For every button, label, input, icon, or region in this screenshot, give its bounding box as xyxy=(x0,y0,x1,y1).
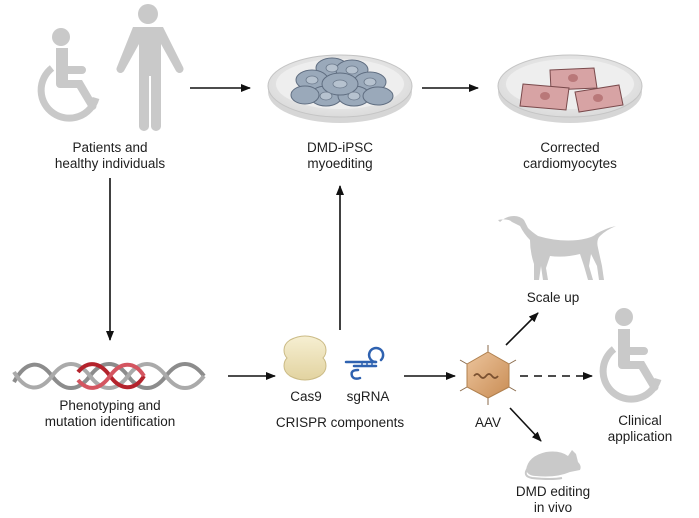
ipsc-label-line2: myoediting xyxy=(307,156,373,171)
ipsc-label-line1: DMD-iPSC xyxy=(307,140,373,155)
dna-helix-icon xyxy=(12,362,206,390)
clinical-label-line1: Clinical xyxy=(618,413,662,428)
sgrna-label: sgRNA xyxy=(346,389,390,404)
mouse-icon xyxy=(524,450,581,480)
ipsc-dish-icon xyxy=(267,54,413,123)
dog-icon xyxy=(498,216,616,280)
arrow-aav-to-mouse xyxy=(509,407,542,442)
in-vivo-label-line2: in vivo xyxy=(533,500,573,515)
clinical-label: Clinical application xyxy=(608,413,673,445)
cas9-protein-icon xyxy=(283,335,327,381)
aav-label: AAV xyxy=(474,415,502,430)
sgrna-icon xyxy=(344,346,385,380)
cardiomyocyte-dish-icon xyxy=(497,54,643,123)
cas9-label: Cas9 xyxy=(290,389,322,404)
ipsc-label: DMD-iPSC myoediting xyxy=(307,140,373,172)
scale-up-label: Scale up xyxy=(526,290,580,305)
patients-label: Patients and healthy individuals xyxy=(55,140,165,172)
wheelchair-user-icon xyxy=(37,28,100,122)
cardio-label-line1: Corrected xyxy=(540,140,600,155)
crispr-label: CRISPR components xyxy=(275,415,405,430)
in-vivo-label: DMD editing in vivo xyxy=(516,484,590,516)
aav-capsid-icon xyxy=(459,345,517,405)
phenotyping-label: Phenotyping and mutation identification xyxy=(45,398,176,430)
patients-label-line2: healthy individuals xyxy=(54,156,166,171)
patients-label-line1: Patients and xyxy=(72,140,148,155)
clinical-label-line2: application xyxy=(607,429,673,444)
in-vivo-label-line1: DMD editing xyxy=(515,484,591,499)
cardio-label-line2: cardiomyocytes xyxy=(523,156,617,171)
phenotyping-label-line1: Phenotyping and xyxy=(59,398,161,413)
phenotyping-label-line2: mutation identification xyxy=(44,414,176,429)
cardio-label: Corrected cardiomyocytes xyxy=(523,140,617,172)
clinical-wheelchair-icon xyxy=(599,308,662,403)
arrow-aav-to-dog xyxy=(505,312,539,346)
standing-person-icon xyxy=(116,4,184,131)
